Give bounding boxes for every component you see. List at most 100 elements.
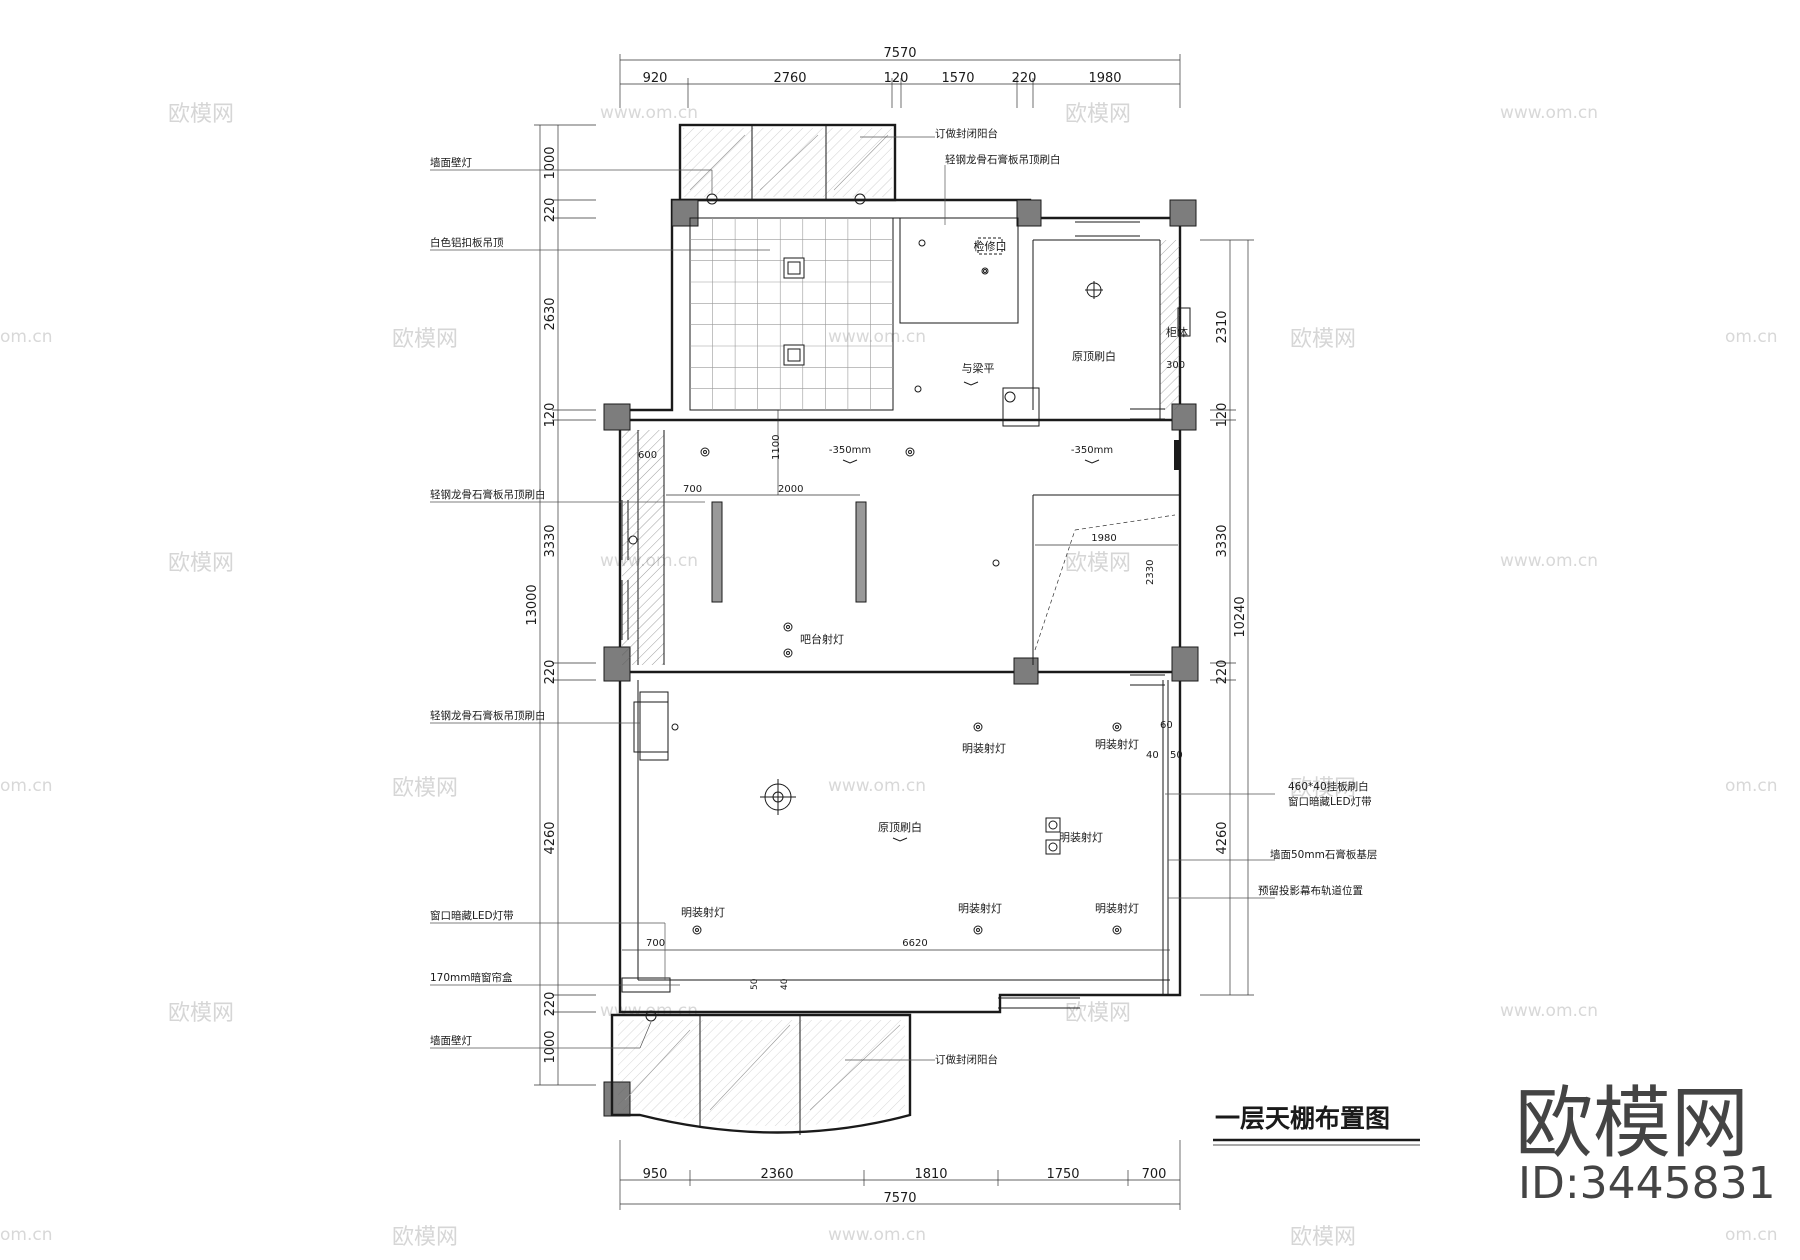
watermark-url: om.cn: [1725, 1225, 1778, 1245]
drawing-title: 一层天棚布置图: [1215, 1104, 1390, 1133]
note-projector-track: 预留投影幕布轨道位置: [1258, 884, 1363, 897]
dim-left-seg: 4260: [543, 821, 558, 854]
watermark-text: 欧模网: [168, 102, 234, 127]
storage-rooms: 检修口 与梁平 柜体 300 原顶刷白: [899, 217, 1191, 427]
dim-inner: 2000: [778, 484, 803, 495]
watermark-text: 欧模网: [392, 327, 458, 352]
access-hatch-label: 检修口: [974, 239, 1007, 253]
dim-top-seg: 220: [1012, 71, 1037, 86]
note-led-strip: 窗口暗藏LED灯带: [430, 909, 514, 922]
brand-logo: 欧模网 ID:3445831: [1515, 1079, 1776, 1209]
watermark-url: www.om.cn: [1500, 1001, 1598, 1021]
spotlight-label: 明装射灯: [1095, 737, 1139, 751]
watermark-text: 欧模网: [1290, 327, 1356, 352]
ceiling-light-square: [783, 257, 805, 279]
original-ceiling-label: 原顶刷白: [1072, 349, 1116, 363]
watermark-text: 欧模网: [168, 1001, 234, 1026]
note-gypsum-ceiling: 轻钢龙骨石膏板吊顶刷白: [430, 709, 546, 722]
watermark-text: 欧模网: [1290, 1225, 1356, 1250]
spot-light-icon: [692, 722, 1122, 935]
drawing-title-block: 一层天棚布置图: [1213, 1104, 1420, 1146]
logo-id: ID:3445831: [1518, 1158, 1776, 1209]
linear-light: [855, 501, 867, 603]
dim-inner: 50: [750, 978, 760, 990]
dim-left-seg: 220: [543, 660, 558, 685]
column: [1169, 199, 1197, 227]
dim-bottom-seg: 700: [1142, 1167, 1167, 1182]
note-gypsum-base: 墙面50mm石膏板基层: [1270, 848, 1377, 861]
left-annotations: 墙面壁灯 白色铝扣板吊顶 轻钢龙骨石膏板吊顶刷白 轻钢龙骨石膏板吊顶刷白 窗口暗…: [430, 156, 770, 1049]
column: [1016, 199, 1042, 227]
dim-inner: 40: [1146, 750, 1159, 761]
dim-inner: 50: [1170, 750, 1183, 761]
watermark-text: 欧模网: [392, 1225, 458, 1250]
watermark-url: om.cn: [0, 776, 53, 796]
dim-inner: 1100: [771, 435, 782, 460]
dim-top-seg: 2760: [773, 71, 806, 86]
dim-bottom-seg: 1750: [1046, 1167, 1079, 1182]
original-ceiling-label: 原顶刷白: [878, 820, 922, 834]
dim-bottom-total: 7570: [883, 1191, 916, 1206]
note-gypsum-ceiling: 轻钢龙骨石膏板吊顶刷白: [430, 488, 546, 501]
watermark-layer: 欧模网 欧模网 欧模网 欧模网 欧模网 欧模网 欧模网 欧模网 欧模网 欧模网 …: [0, 102, 1778, 1250]
spotlight-label: 明装射灯: [1095, 901, 1139, 915]
dim-right-total: 10240: [1233, 596, 1248, 637]
dim-right-seg: 4260: [1215, 821, 1230, 854]
dim-right-seg: 120: [1215, 403, 1230, 428]
dim-right-seg: 220: [1215, 660, 1230, 685]
cabinet-label: 柜体: [1166, 325, 1188, 339]
note-closed-balcony: 订做封闭阳台: [935, 1053, 998, 1066]
wall-lamp-icon: [645, 1010, 657, 1022]
column: [1171, 646, 1199, 682]
dim-inner: -350mm: [1071, 445, 1113, 456]
column: [671, 199, 699, 227]
dim-inner: 6620: [902, 938, 927, 949]
dim-left-seg: 1000: [543, 1030, 558, 1063]
watermark-url: www.om.cn: [1500, 103, 1598, 123]
dim-bottom-seg: 1810: [914, 1167, 947, 1182]
watermark-url: om.cn: [0, 327, 53, 347]
spotlight-label: 明装射灯: [1059, 830, 1103, 844]
spotlight-label: 明装射灯: [681, 905, 725, 919]
dim-left-seg: 220: [543, 992, 558, 1017]
linear-light: [711, 501, 723, 603]
dim-inner: 1980: [1091, 533, 1116, 544]
dimension-right: 2310 120 3330 220 4260 10240: [1200, 239, 1254, 996]
dimension-top: 7570 920 2760 120 1570 220 1980: [619, 46, 1181, 108]
watermark-text: 欧模网: [392, 776, 458, 801]
dim-right-seg: 2310: [1215, 310, 1230, 343]
spotlight-label: 明装射灯: [962, 741, 1006, 755]
dim-left-seg: 120: [543, 403, 558, 428]
spotlight-label: 明装射灯: [958, 901, 1002, 915]
watermark-url: www.om.cn: [600, 103, 698, 123]
dim-left-seg: 1000: [543, 146, 558, 179]
watermark-url: www.om.cn: [1500, 551, 1598, 571]
dim-top-seg: 1570: [941, 71, 974, 86]
spot-light-icon: [700, 447, 1000, 658]
note-aluminium-ceiling: 白色铝扣板吊顶: [430, 236, 504, 249]
dim-left-seg: 3330: [543, 524, 558, 557]
note-wall-lamp: 墙面壁灯: [430, 1034, 472, 1047]
dim-inner: 60: [1160, 720, 1173, 731]
note-closed-balcony: 订做封闭阳台: [935, 127, 998, 140]
top-balcony: [678, 123, 897, 205]
dim-bottom-seg: 950: [643, 1167, 668, 1182]
bar-area: 600 700 2000 1100 -350mm -350mm 1980 233…: [622, 410, 1180, 665]
dim-top-seg: 920: [643, 71, 668, 86]
dim-inner: 600: [638, 450, 657, 461]
living-room: 原顶刷白 明装射灯 明装射灯 明装射灯 明装射灯 明装射灯 明装射灯 700 6…: [621, 691, 1183, 993]
watermark-text: 欧模网: [1290, 776, 1356, 801]
dim-left-total: 13000: [525, 584, 540, 625]
dimension-bottom: 950 2360 1810 1750 700 7570: [619, 1140, 1181, 1210]
right-annotations: 订做封闭阳台 轻钢龙骨石膏板吊顶刷白 460*40挂板刷白 窗口暗藏LED灯带 …: [845, 127, 1377, 1066]
note-gypsum-ceiling: 轻钢龙骨石膏板吊顶刷白: [945, 153, 1061, 166]
bottom-balcony: [610, 1010, 912, 1135]
note-led-strip: 窗口暗藏LED灯带: [1288, 795, 1372, 808]
beam-level-label: 与梁平: [962, 361, 995, 375]
dimension-left: 13000 1000 220 2630 120 3330 220 4260 22…: [525, 124, 596, 1086]
bar-spotlight-label: 吧台射灯: [800, 632, 844, 646]
dim-bottom-seg: 2360: [760, 1167, 793, 1182]
note-trim-board: 460*40挂板刷白: [1288, 780, 1369, 793]
dim-top-total: 7570: [883, 46, 916, 61]
